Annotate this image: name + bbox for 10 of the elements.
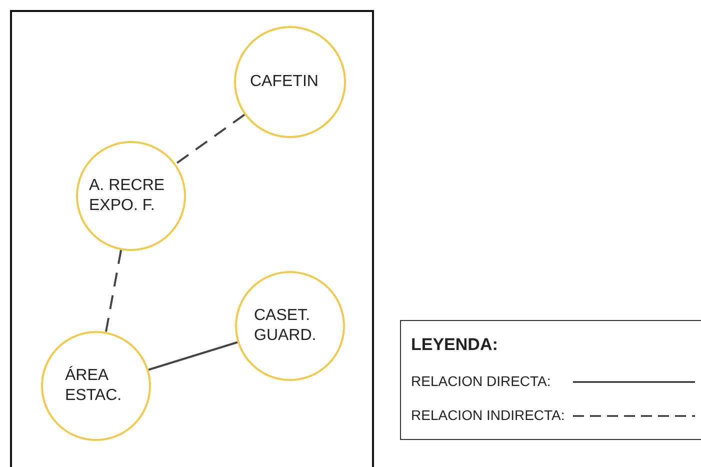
connector-line [148,341,238,371]
legend-label: RELACION INDIRECTA: [411,407,565,423]
node-label: A. RECRE EXPO. F. [89,176,166,216]
dashed-connector [104,250,122,332]
dashed-connector [175,114,246,165]
node-label: CAFETIN [250,72,320,92]
node-label: CASET. GUARD. [254,306,318,346]
node-label: ÁREA ESTAC. [65,366,123,406]
legend-label: RELACION DIRECTA: [411,373,551,389]
legend-title: LEYENDA: [411,335,498,355]
